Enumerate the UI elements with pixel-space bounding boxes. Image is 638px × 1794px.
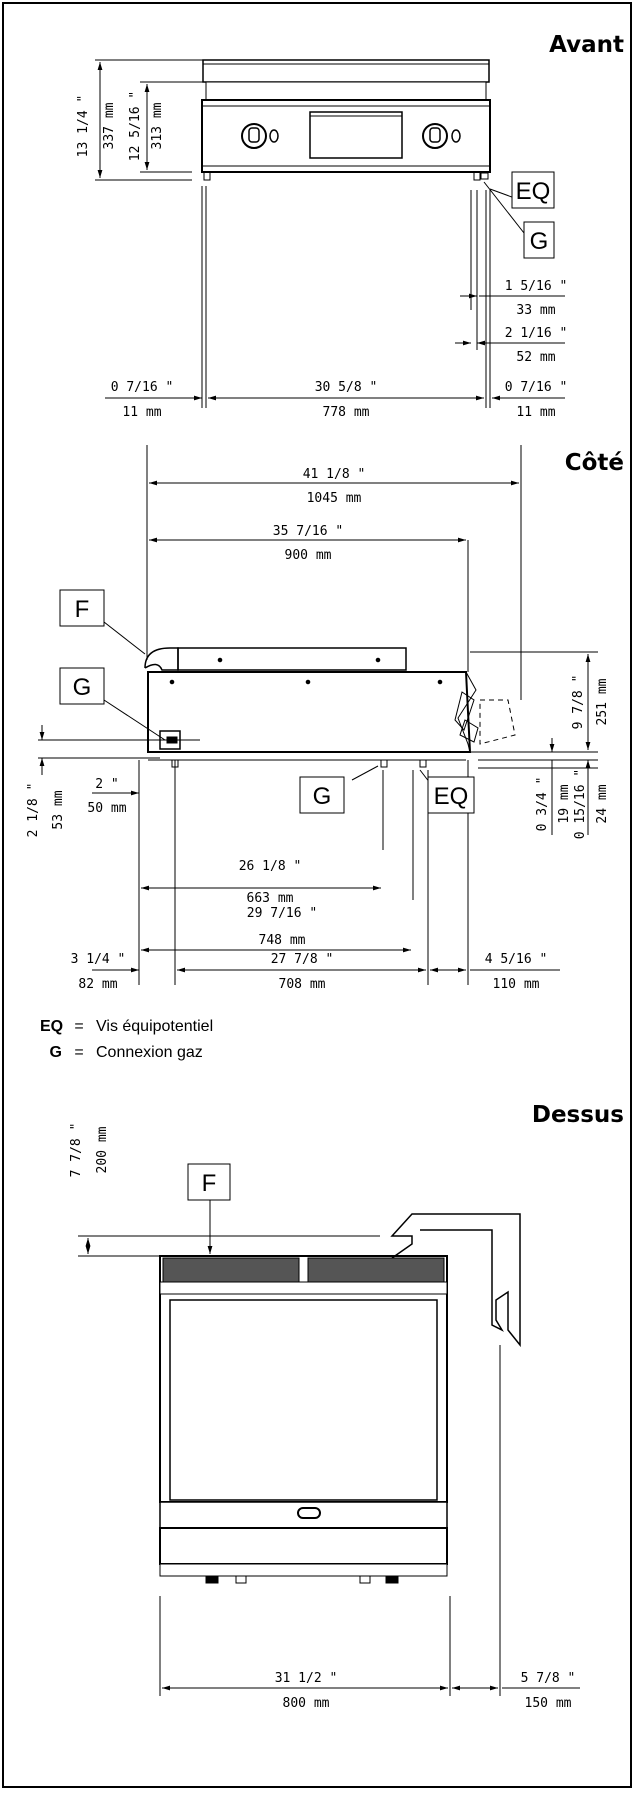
side-d663-mm: 663 mm bbox=[247, 891, 294, 906]
top-width-inch: 31 1/2 " bbox=[275, 1671, 338, 1686]
legend-key: EQ bbox=[40, 1018, 64, 1035]
side-depth-inch: 35 7/16 " bbox=[273, 524, 343, 539]
side-g-depth-mm: 50 mm bbox=[87, 801, 126, 816]
side-depth-mm: 900 mm bbox=[285, 548, 332, 563]
front-left-offset-inch: 0 7/16 " bbox=[111, 380, 174, 395]
side-d110-inch: 4 5/16 " bbox=[485, 952, 548, 967]
front-left-offset-mm: 11 mm bbox=[122, 405, 161, 420]
side-feet-a-mm: 19 mm bbox=[557, 784, 572, 823]
top-view-title: Dessus bbox=[531, 1102, 624, 1128]
legend-text: Vis équipotentiel bbox=[96, 1018, 214, 1035]
front-body-height-mm: 313 mm bbox=[150, 102, 165, 149]
front-eq-callout: EQ bbox=[516, 178, 551, 205]
side-g-callout-left: G bbox=[73, 674, 92, 701]
side-flue-height-mm: 251 mm bbox=[595, 678, 610, 725]
top-width-mm: 800 mm bbox=[283, 1696, 330, 1711]
front-right-offset-mm: 11 mm bbox=[516, 405, 555, 420]
front-eq-offset-mm: 33 mm bbox=[516, 303, 555, 318]
front-width-inch: 30 5/8 " bbox=[315, 380, 378, 395]
front-overall-height-mm: 337 mm bbox=[102, 102, 117, 149]
front-g-callout: G bbox=[530, 228, 549, 255]
side-d708-mm: 708 mm bbox=[279, 977, 326, 992]
side-d663-inch: 26 1/8 " bbox=[239, 859, 302, 874]
legend-row-eq: EQ=Vis équipotentiel bbox=[40, 1018, 214, 1035]
knob-right-icon bbox=[422, 123, 461, 149]
side-d110-mm: 110 mm bbox=[493, 977, 540, 992]
top-f-callout: F bbox=[202, 1170, 217, 1197]
side-g-callout-bottom: G bbox=[313, 783, 332, 810]
side-view-title: Côté bbox=[564, 450, 624, 476]
legend-text: Connexion gaz bbox=[96, 1044, 203, 1061]
side-total-depth-mm: 1045 mm bbox=[307, 491, 362, 506]
top-clearance-inch: 7 7/8 " bbox=[69, 1123, 84, 1178]
side-feet-b-inch: 0 15/16 " bbox=[573, 769, 588, 839]
front-width-mm: 778 mm bbox=[323, 405, 370, 420]
top-view-appliance bbox=[159, 1255, 448, 1584]
top-rear-inch: 5 7/8 " bbox=[521, 1671, 576, 1686]
front-g-offset-mm: 52 mm bbox=[516, 350, 555, 365]
side-eq-callout: EQ bbox=[434, 783, 469, 810]
side-d748-mm: 748 mm bbox=[259, 933, 306, 948]
side-total-depth-inch: 41 1/8 " bbox=[303, 467, 366, 482]
knob-left-icon bbox=[241, 123, 279, 149]
front-view-title: Avant bbox=[549, 32, 624, 58]
front-body-height-inch: 12 5/16 " bbox=[128, 91, 143, 161]
side-feet-b-mm: 24 mm bbox=[595, 784, 610, 823]
front-view-appliance bbox=[201, 59, 491, 181]
wall-break-icon bbox=[390, 1213, 521, 1348]
side-g-height-mm: 53 mm bbox=[51, 790, 66, 829]
side-g-depth-inch: 2 " bbox=[95, 777, 118, 792]
front-right-offset-inch: 0 7/16 " bbox=[505, 380, 568, 395]
side-g-height-inch: 2 1/8 " bbox=[26, 783, 41, 838]
legend-row-g: G=Connexion gaz bbox=[40, 1044, 203, 1062]
front-g-offset-inch: 2 1/16 " bbox=[505, 326, 568, 341]
side-d708-inch: 27 7/8 " bbox=[271, 952, 334, 967]
side-flue-height-inch: 9 7/8 " bbox=[571, 675, 586, 730]
side-f-callout: F bbox=[75, 596, 90, 623]
side-view-appliance bbox=[144, 647, 516, 768]
top-rear-mm: 150 mm bbox=[525, 1696, 572, 1711]
side-feet-a-inch: 0 3/4 " bbox=[535, 777, 550, 832]
top-clearance-mm: 200 mm bbox=[95, 1126, 110, 1173]
side-d82-inch: 3 1/4 " bbox=[71, 952, 126, 967]
side-d748-inch: 29 7/16 " bbox=[247, 906, 317, 921]
legend-key: G bbox=[49, 1044, 62, 1061]
front-eq-offset-inch: 1 5/16 " bbox=[505, 279, 568, 294]
side-d82-mm: 82 mm bbox=[78, 977, 117, 992]
front-overall-height-inch: 13 1/4 " bbox=[76, 95, 91, 158]
